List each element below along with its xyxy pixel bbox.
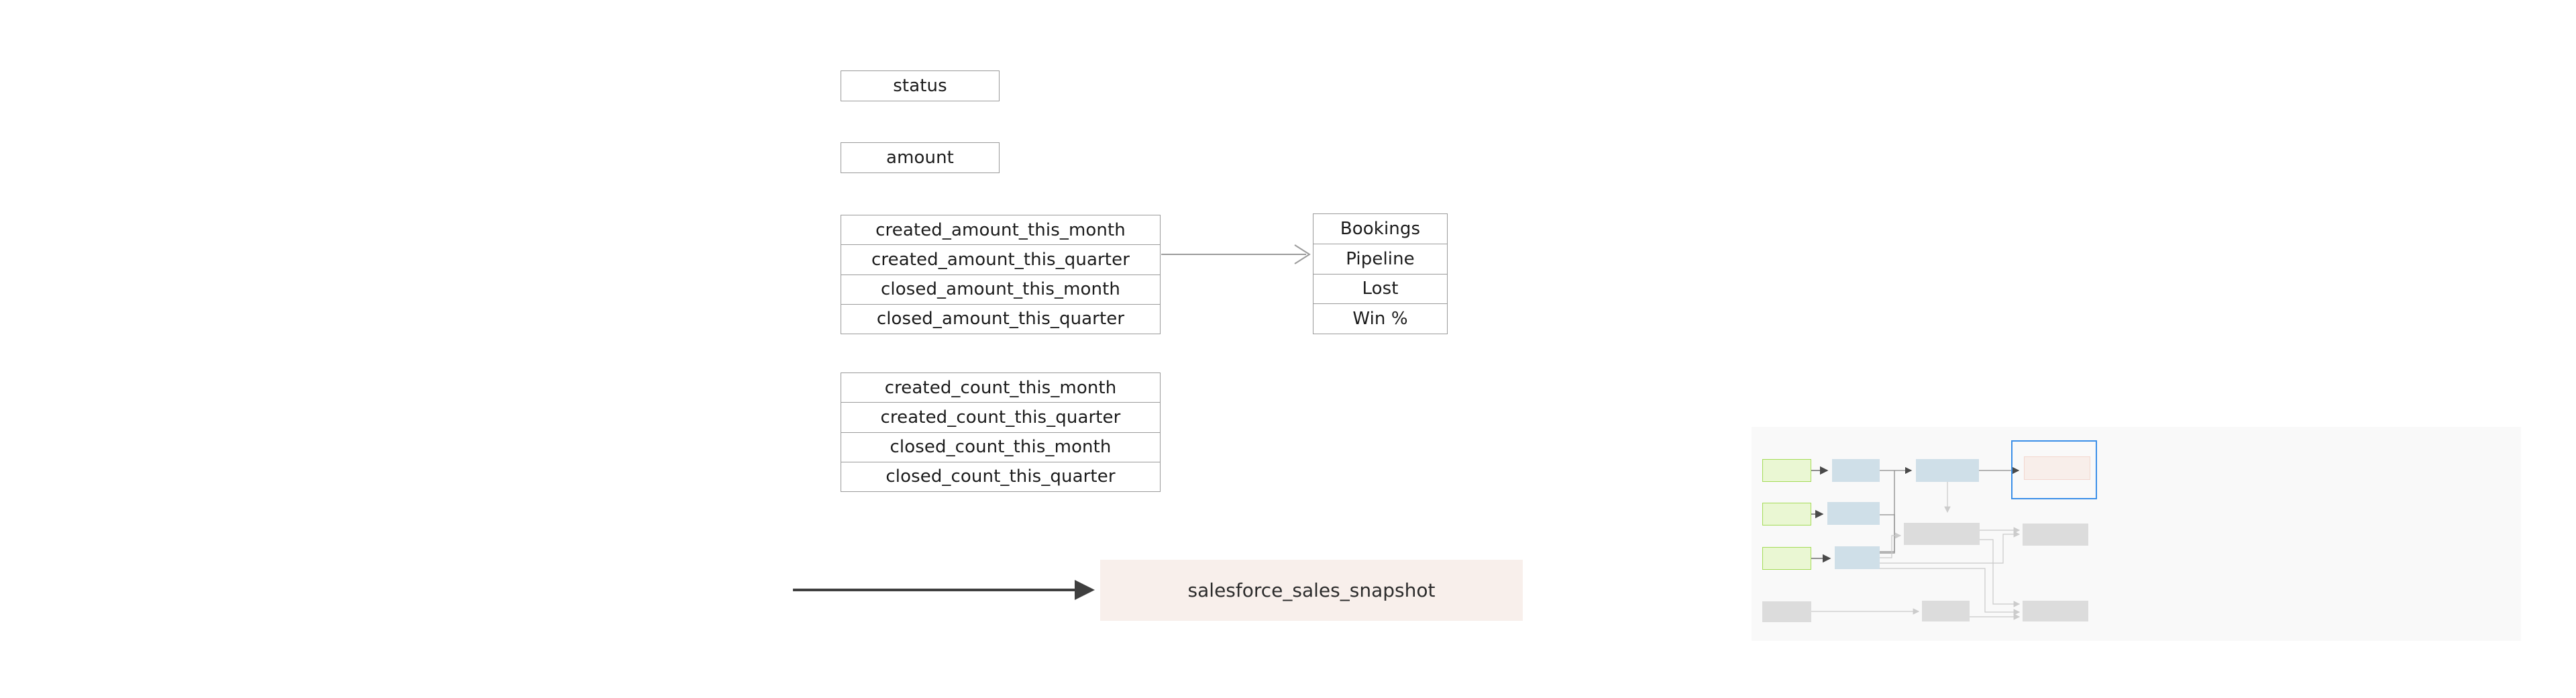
field-created-count-this-month[interactable]: created_count_this_month <box>884 377 1117 398</box>
snapshot-node[interactable]: salesforce_sales_snapshot <box>1100 560 1523 621</box>
minimap-node-source-2[interactable] <box>1762 503 1811 526</box>
field-created-amount-this-quarter[interactable]: created_amount_this_quarter <box>841 244 1160 274</box>
field-closed-count-this-quarter[interactable]: closed_count_this_quarter <box>841 461 1160 491</box>
minimap-node-inactive-5[interactable] <box>2023 601 2088 621</box>
field-created-count-this-quarter[interactable]: created_count_this_quarter <box>841 402 1160 432</box>
minimap-node-model-4[interactable] <box>1916 459 1979 482</box>
minimap-node-inactive-2[interactable] <box>1904 523 1980 545</box>
minimap-node-source-1[interactable] <box>1762 459 1811 482</box>
measure-pipeline[interactable]: Pipeline <box>1313 243 1447 274</box>
measures-node[interactable]: Bookings Pipeline Lost Win % <box>1313 213 1448 334</box>
measure-bookings[interactable]: Bookings <box>1340 218 1421 239</box>
field-closed-count-this-month[interactable]: closed_count_this_month <box>841 432 1160 462</box>
minimap-node-target-1[interactable] <box>2024 456 2090 480</box>
measure-win-pct[interactable]: Win % <box>1313 303 1447 334</box>
field-closed-amount-this-month[interactable]: closed_amount_this_month <box>841 274 1160 304</box>
minimap-viewport-rect[interactable] <box>2011 440 2097 499</box>
field-status[interactable]: status <box>893 76 947 96</box>
edge-into-snapshot <box>793 580 1095 600</box>
field-closed-amount-this-quarter[interactable]: closed_amount_this_quarter <box>841 303 1160 334</box>
graph-minimap[interactable] <box>1752 427 2521 641</box>
minimap-node-inactive-4[interactable] <box>2023 524 2088 546</box>
amount-node[interactable]: amount <box>841 142 1000 173</box>
minimap-node-model-3[interactable] <box>1835 546 1880 569</box>
field-created-amount-this-month[interactable]: created_amount_this_month <box>875 219 1126 240</box>
measure-lost[interactable]: Lost <box>1313 273 1447 304</box>
count-metrics-node[interactable]: created_count_this_month created_count_t… <box>841 372 1161 492</box>
minimap-node-model-1[interactable] <box>1832 459 1880 482</box>
minimap-node-source-3[interactable] <box>1762 547 1811 570</box>
snapshot-node-label: salesforce_sales_snapshot <box>1187 579 1436 601</box>
edge-amount-metrics-to-measures <box>1161 244 1311 264</box>
amount-metrics-node[interactable]: created_amount_this_month created_amount… <box>841 215 1161 334</box>
minimap-node-inactive-1[interactable] <box>1762 601 1811 622</box>
minimap-node-inactive-3[interactable] <box>1922 601 1970 621</box>
status-node[interactable]: status <box>841 70 1000 101</box>
minimap-node-model-2[interactable] <box>1827 502 1880 525</box>
field-amount[interactable]: amount <box>886 148 954 168</box>
